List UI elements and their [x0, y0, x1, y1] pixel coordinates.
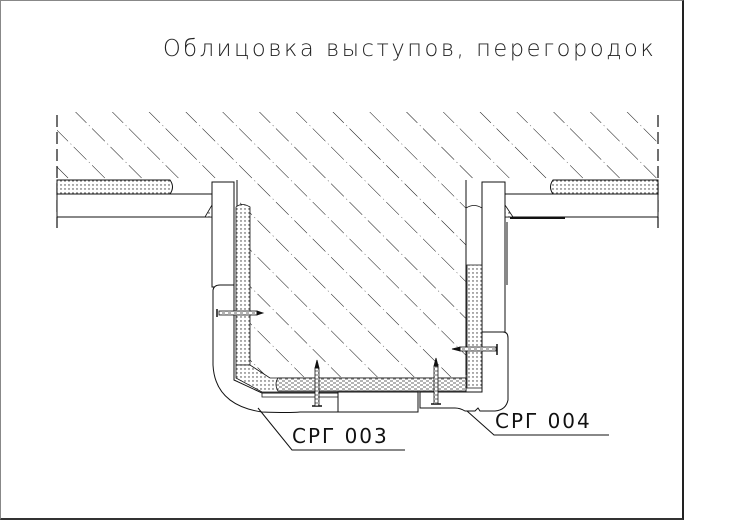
middle-insert: [337, 391, 419, 413]
adhesive-left: [235, 204, 251, 366]
leader-line-srg-004: [466, 410, 609, 436]
screw-icon: [451, 344, 498, 355]
label-srg-004: СРГ 004: [495, 409, 592, 433]
wall-hatch: [57, 112, 658, 391]
adhesive-layer: [235, 364, 467, 393]
corner-profile-srg-004: [419, 331, 509, 412]
right-wall-panel: [465, 179, 659, 375]
left-wall-panel: [56, 179, 238, 290]
drawing-frame: [0, 0, 684, 520]
drawing-title: Облицовка выступов, перегородок: [163, 36, 657, 62]
screw-icon: [431, 357, 441, 405]
label-srg-003: СРГ 003: [292, 424, 389, 448]
leader-line-srg-003: [257, 407, 405, 451]
screw-icon: [312, 359, 322, 407]
screws: [216, 309, 498, 407]
screw-icon: [216, 309, 265, 317]
adhesive-right: [466, 264, 483, 389]
corner-profile-srg-003: [212, 284, 341, 413]
